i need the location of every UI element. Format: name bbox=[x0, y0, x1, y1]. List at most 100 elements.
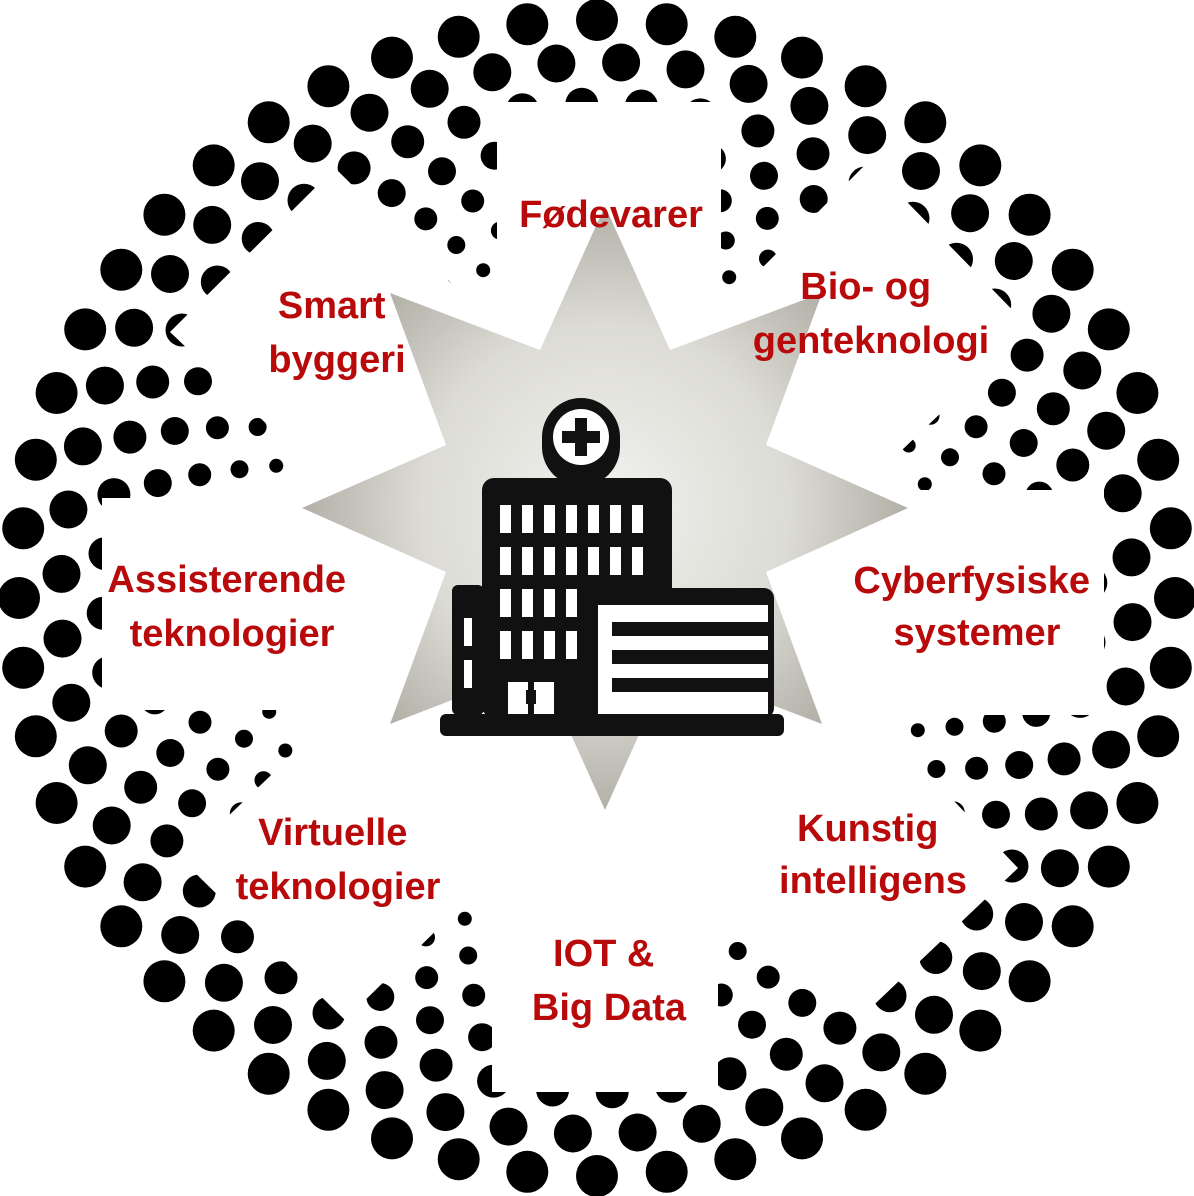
decor-dot bbox=[307, 1088, 350, 1131]
decor-dot bbox=[161, 916, 200, 954]
decor-dot bbox=[945, 717, 964, 736]
decor-dot bbox=[92, 806, 131, 845]
topic-panels bbox=[102, 102, 1104, 1092]
panel-smart bbox=[170, 168, 500, 492]
window-icon bbox=[588, 505, 599, 533]
decor-dot bbox=[476, 263, 491, 278]
decor-dot bbox=[769, 1037, 803, 1071]
decor-dot bbox=[461, 189, 485, 213]
decor-dot bbox=[788, 988, 817, 1017]
decor-dot bbox=[1040, 849, 1079, 888]
decor-dot bbox=[1087, 308, 1130, 351]
decor-dot bbox=[848, 116, 887, 155]
decor-dot bbox=[156, 739, 185, 767]
label-iot-line-1: IOT & bbox=[553, 933, 654, 975]
decor-dot bbox=[192, 1009, 235, 1052]
decor-dot bbox=[43, 619, 82, 658]
decor-dot bbox=[781, 36, 823, 79]
decor-dot bbox=[247, 101, 290, 144]
topic-labels: Fødevarer Bio- og genteknologi Cyberfysi… bbox=[107, 194, 1090, 1029]
decor-dot bbox=[1024, 797, 1058, 831]
decor-dot bbox=[307, 65, 350, 108]
label-kunstig-line-2: intelligens bbox=[779, 860, 967, 902]
decor-dot bbox=[1137, 715, 1180, 758]
decor-dot bbox=[796, 137, 830, 171]
decor-dot bbox=[278, 743, 293, 758]
decor-dot bbox=[904, 101, 947, 144]
decor-dot bbox=[917, 477, 932, 492]
decor-dot bbox=[85, 366, 124, 405]
decor-dot bbox=[645, 1150, 688, 1193]
decor-dot bbox=[756, 965, 780, 989]
panel-virtuelle bbox=[182, 700, 510, 1020]
label-bio-gen: Bio- og genteknologi bbox=[753, 266, 989, 362]
panel-iot bbox=[492, 860, 718, 1092]
decor-dot bbox=[987, 378, 1016, 407]
window-icon bbox=[522, 505, 533, 533]
decor-dot bbox=[1087, 411, 1126, 450]
window-icon bbox=[522, 631, 533, 659]
decor-dot bbox=[1149, 646, 1192, 689]
decor-dot bbox=[576, 1155, 618, 1196]
decor-dot bbox=[1103, 474, 1142, 513]
decor-dot bbox=[965, 756, 989, 780]
decor-dot bbox=[716, 231, 735, 250]
decor-dot bbox=[1113, 603, 1152, 642]
label-virtuelle-line-1: Virtuelle bbox=[258, 812, 407, 854]
decor-dot bbox=[904, 1052, 947, 1095]
decor-dot bbox=[1137, 438, 1180, 481]
decor-dot bbox=[844, 65, 887, 108]
decor-dot bbox=[49, 490, 88, 529]
decor-dot bbox=[994, 242, 1033, 280]
decor-dot bbox=[52, 683, 91, 722]
decor-dot bbox=[962, 952, 1001, 991]
decor-dot bbox=[68, 746, 107, 785]
label-iot-line-2: Big Data bbox=[532, 987, 687, 1029]
decor-dot bbox=[722, 270, 737, 285]
decor-dot bbox=[1005, 903, 1043, 941]
decor-dot bbox=[193, 205, 232, 244]
label-smart: Smart byggeri bbox=[268, 285, 405, 381]
decor-dot bbox=[862, 1033, 901, 1072]
decor-dot bbox=[1008, 960, 1051, 1003]
decor-dot bbox=[160, 417, 189, 445]
decor-dot bbox=[247, 1052, 290, 1095]
hospital-building-icon bbox=[440, 398, 784, 736]
window-icon bbox=[566, 589, 577, 617]
decor-dot bbox=[364, 1025, 398, 1059]
panel-cyberfysiske bbox=[852, 490, 1104, 715]
decor-dot bbox=[982, 800, 1010, 829]
decor-dot bbox=[602, 43, 641, 82]
decor-dot bbox=[805, 1064, 844, 1103]
decor-dot bbox=[192, 144, 235, 187]
decor-dot bbox=[473, 53, 512, 92]
label-kunstig-line-1: Kunstig bbox=[797, 808, 938, 850]
decor-dot bbox=[428, 157, 456, 186]
decor-dot bbox=[206, 757, 230, 781]
decor-dot bbox=[410, 69, 449, 108]
decor-dot bbox=[959, 144, 1002, 187]
decor-dot bbox=[377, 179, 406, 208]
decor-dot bbox=[982, 462, 1006, 486]
decor-dot bbox=[415, 966, 439, 990]
decor-dot bbox=[738, 1010, 766, 1039]
decor-dot bbox=[645, 3, 688, 46]
decor-dot bbox=[506, 3, 549, 46]
decor-dot bbox=[964, 415, 988, 439]
window-icon bbox=[500, 547, 511, 575]
decor-dot bbox=[307, 1041, 346, 1080]
window-icon bbox=[544, 505, 555, 533]
decor-dot bbox=[437, 15, 480, 58]
decor-dot bbox=[64, 308, 107, 351]
decor-dot bbox=[115, 308, 154, 347]
decor-dot bbox=[1009, 429, 1038, 457]
decor-dot bbox=[241, 162, 279, 201]
label-smart-line-2: byggeri bbox=[268, 339, 405, 381]
decor-dot bbox=[618, 1113, 657, 1152]
decor-dot bbox=[269, 458, 284, 473]
decor-dot bbox=[337, 151, 371, 185]
decor-dot bbox=[462, 983, 486, 1007]
decor-dot bbox=[459, 946, 478, 965]
decor-dot bbox=[414, 207, 438, 231]
